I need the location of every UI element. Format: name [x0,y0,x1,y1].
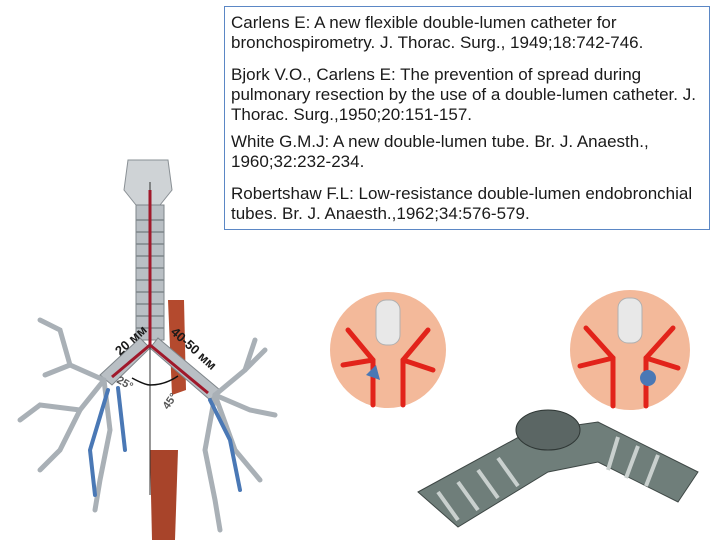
cartilage-rings [436,436,660,522]
reference-white: White G.M.J: A new double-lumen tube. Br… [231,132,649,171]
circle-background [330,292,446,408]
right-angle-arc [131,377,151,386]
bronchus-opening [515,409,581,451]
larynx-shape [123,159,173,206]
right-main-bronchus-shape [99,337,151,386]
left-angle-arc [149,375,179,386]
left-angle-label: 45° [161,391,180,412]
bronchus-cross-section-illustration-2 [570,290,690,410]
red-vessels [340,327,436,408]
tracheobronchial-tree-illustration: 20 мм 40-50 мм 25° 45° [17,159,278,540]
reference-carlens: Carlens E: A new flexible double-lumen c… [231,13,644,52]
bronchus-cross-section-illustration-1 [330,292,446,408]
tube-shape [375,299,401,346]
left-bronchus-length-line [149,343,209,395]
right-bronchus-length-line [111,343,151,379]
circle-background [570,290,690,410]
reference-robertshaw: Robertshaw F.L: Low-resistance double-lu… [231,184,693,223]
esophagus-shape [150,450,178,540]
pulmonary-vessels-blue [87,386,242,497]
references-box: Carlens E: A new flexible double-lumen c… [224,6,710,230]
bronchial-blocker-shape [640,370,656,386]
bronchial-branches [17,317,278,533]
reference-bjork: Bjork V.O., Carlens E: The prevention of… [231,65,696,124]
bronchus-bifurcation-model [417,409,699,528]
red-vessels [577,325,681,409]
tube-shape [617,297,643,344]
bronchial-blocker-shape [366,365,380,380]
